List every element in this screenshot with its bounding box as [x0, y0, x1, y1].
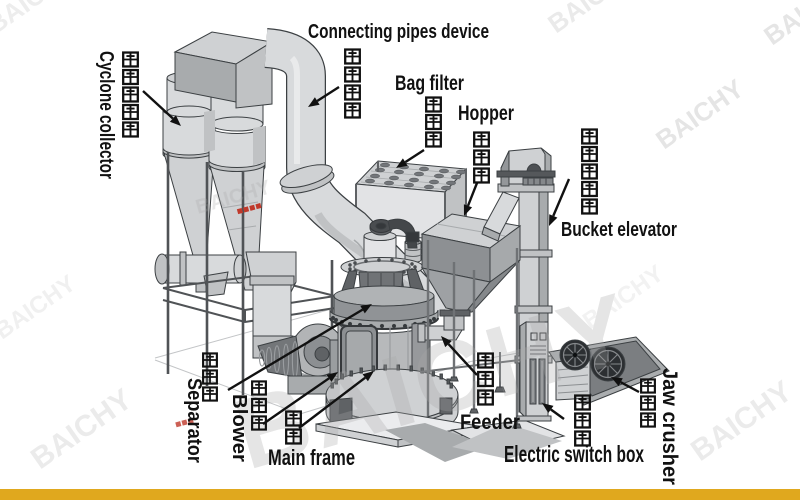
svg-text:Hopper: Hopper	[458, 102, 514, 125]
svg-text:Main frame: Main frame	[268, 445, 355, 470]
svg-text:Jaw crusher: Jaw crusher	[658, 368, 681, 485]
svg-text:Bucket elevator: Bucket elevator	[561, 219, 677, 241]
svg-text:Connecting pipes device: Connecting pipes device	[308, 21, 489, 43]
svg-text:Feeder: Feeder	[460, 410, 521, 434]
svg-text:Cyclone collector: Cyclone collector	[95, 51, 117, 179]
svg-text:Blower: Blower	[228, 394, 250, 462]
svg-text:Separator: Separator	[183, 378, 205, 463]
svg-text:Bag filter: Bag filter	[395, 72, 464, 95]
